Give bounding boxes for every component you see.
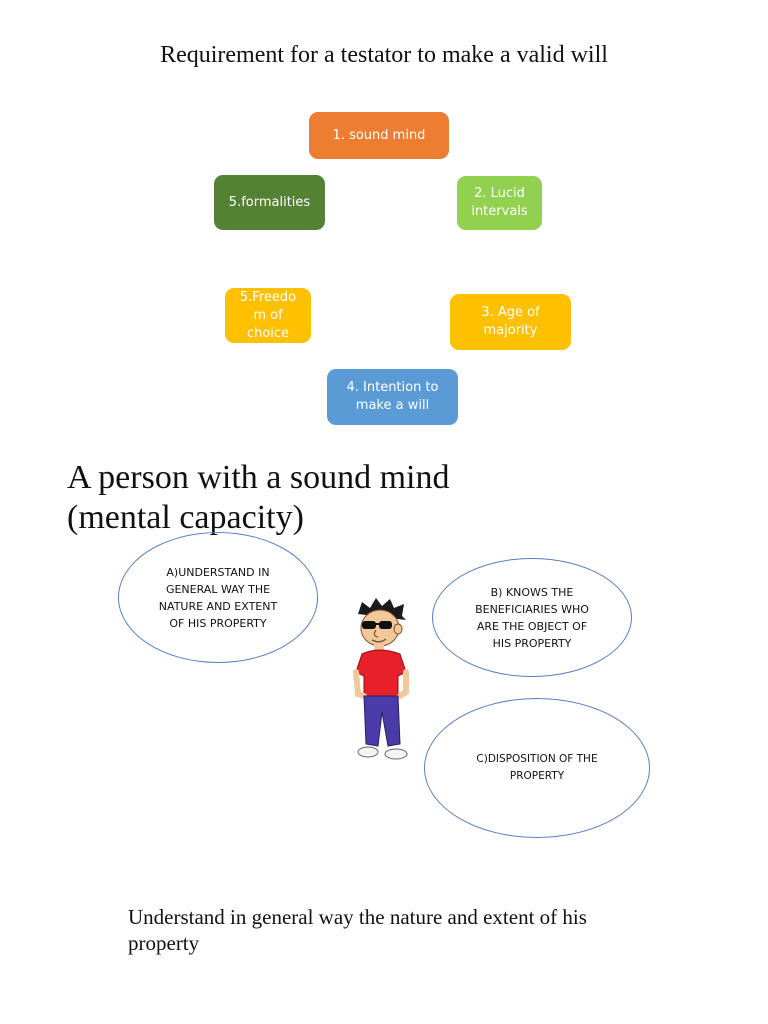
cartoon-man-icon <box>348 596 422 766</box>
box-age-of-majority: 3. Age of majority <box>450 294 571 350</box>
box-formalities: 5.formalities <box>214 175 325 230</box>
box-sound-mind: 1. sound mind <box>309 112 449 159</box>
box-lucid-intervals: 2. Lucid intervals <box>457 176 542 230</box>
bottom-caption: Understand in general way the nature and… <box>128 904 648 956</box>
section-heading: A person with a sound mind (mental capac… <box>67 458 627 538</box>
oval-disposition: C)DISPOSITION OF THE PROPERTY <box>424 698 650 838</box>
oval-understand: A)UNDERSTAND IN GENERAL WAY THE NATURE A… <box>118 532 318 663</box>
diagram-title: Requirement for a testator to make a val… <box>0 42 768 69</box>
box-intention: 4. Intention to make a will <box>327 369 458 425</box>
box-freedom-of-choice: 5.Freedo m of choice <box>225 288 311 343</box>
oval-beneficiaries: B) KNOWS THE BENEFICIARIES WHO ARE THE O… <box>432 558 632 677</box>
